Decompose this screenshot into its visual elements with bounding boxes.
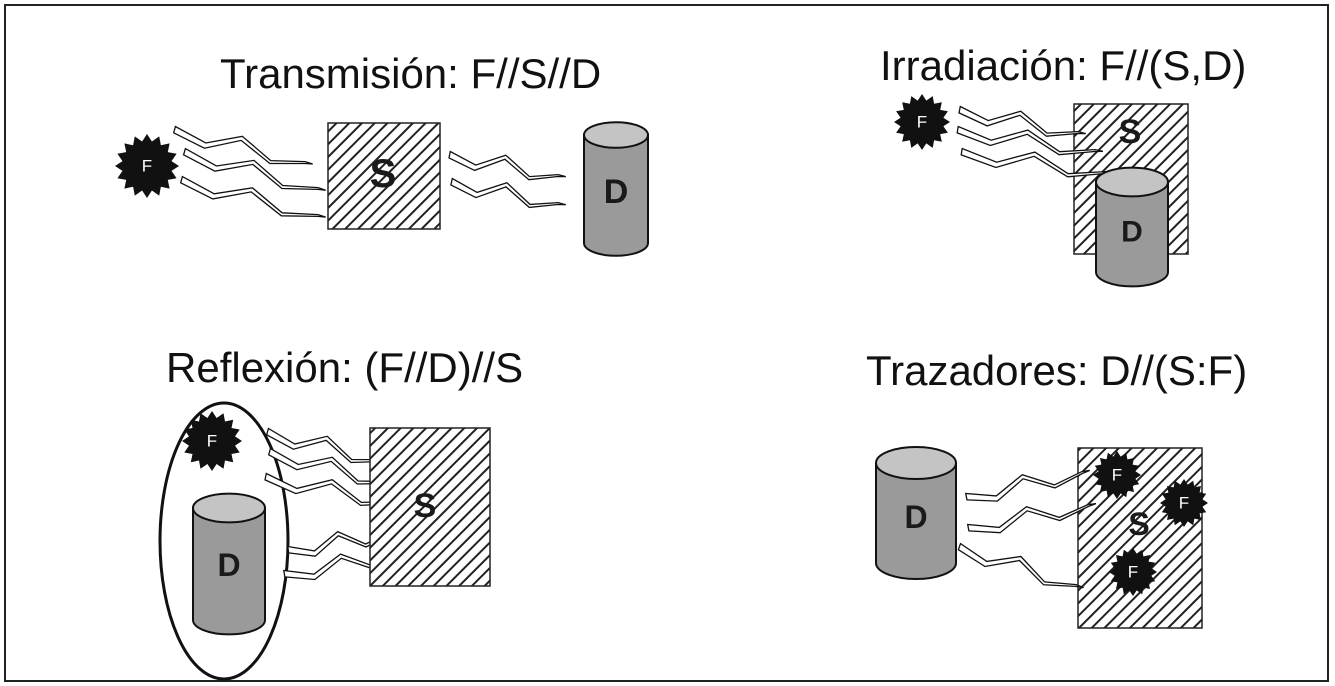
source-star-icon: F	[1093, 451, 1141, 499]
detector-cylinder-icon: D	[1095, 166, 1169, 288]
source-label: F	[1179, 494, 1189, 513]
lightning-ray-icon	[957, 542, 1084, 589]
sample-label: S	[414, 487, 437, 525]
panel-reflexion: Reflexión: (F//D)//S F S D	[158, 344, 523, 681]
source-star-icon: F	[894, 94, 950, 150]
ray-group	[957, 469, 1097, 589]
cylinder-top	[192, 492, 266, 524]
source-star-icon: F	[1109, 548, 1157, 596]
panel-transmision: Transmisión: F//S//D F S D	[115, 50, 649, 257]
panel-title-irradiacion: Irradiación: F//(S,D)	[880, 42, 1246, 89]
lightning-ray-icon	[182, 147, 326, 191]
source-label: F	[1112, 466, 1122, 485]
detector-cylinder-icon: D	[875, 446, 957, 580]
cylinder-top	[875, 446, 957, 480]
cylinder-body	[192, 507, 266, 636]
star-shape	[1093, 451, 1141, 499]
sample-hatched-box-icon	[327, 122, 441, 230]
detector-label: D	[217, 547, 240, 583]
detector-label: D	[904, 499, 927, 535]
star-shape	[1160, 479, 1208, 527]
panel-trazadores: Trazadores: D//(S:F) S D F F F	[866, 347, 1247, 629]
source-detector-group-outline	[158, 401, 290, 681]
sample-label: S	[1119, 113, 1142, 151]
detector-cylinder-icon: D	[583, 121, 649, 257]
source-star-icon: F	[182, 411, 242, 471]
lightning-ray-icon	[964, 469, 1091, 502]
cylinder-top	[1095, 166, 1169, 198]
star-shape	[115, 134, 179, 198]
lightning-ray-icon	[956, 125, 1104, 156]
sample-label: S	[370, 152, 397, 196]
detector-cylinder-icon: D	[192, 492, 266, 636]
cylinder-body	[875, 462, 957, 580]
cylinder-body	[1095, 181, 1169, 288]
panel-title-reflexion: Reflexión: (F//D)//S	[166, 344, 523, 391]
cylinder-body	[583, 134, 649, 257]
source-label: F	[917, 113, 927, 132]
lightning-ray-icon	[958, 105, 1086, 137]
lightning-ray-icon	[966, 502, 1097, 534]
star-shape	[894, 94, 950, 150]
detector-label: D	[604, 173, 629, 211]
ray-group	[172, 125, 566, 218]
source-star-icon: F	[1160, 479, 1208, 527]
panel-irradiacion: Irradiación: F//(S,D) S F D	[880, 42, 1246, 288]
lightning-ray-icon	[179, 175, 326, 218]
star-shape	[1109, 548, 1157, 596]
panel-title-trazadores: Trazadores: D//(S:F)	[866, 347, 1247, 394]
source-label: F	[1128, 563, 1138, 582]
cylinder-top	[583, 121, 649, 149]
sample-hatched-box-icon	[369, 427, 491, 587]
lightning-ray-icon	[450, 177, 566, 209]
lightning-ray-icon	[448, 150, 566, 181]
source-label: F	[142, 157, 152, 176]
sample-label: S	[1128, 506, 1149, 542]
ray-group	[956, 105, 1114, 178]
star-shape	[182, 411, 242, 471]
lightning-ray-icon	[172, 125, 313, 165]
panel-title-transmision: Transmisión: F//S//D	[220, 50, 601, 97]
source-star-icon: F	[115, 134, 179, 198]
detector-label: D	[1121, 216, 1143, 249]
source-label: F	[207, 432, 217, 451]
